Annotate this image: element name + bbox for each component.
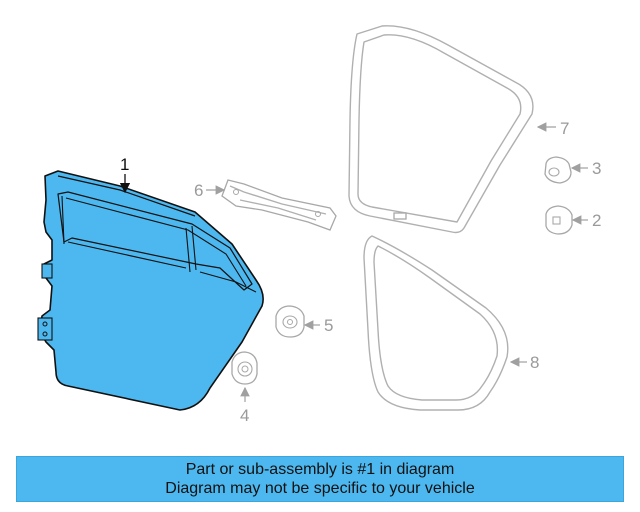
- callout-3: 3: [592, 159, 601, 178]
- door-opening-seal-part-8: [363, 235, 509, 411]
- callout-2: 2: [592, 211, 601, 230]
- callout-1: 1: [120, 155, 129, 174]
- banner-line-1: Part or sub-assembly is #1 in diagram: [185, 461, 455, 478]
- callout-4: 4: [240, 406, 249, 425]
- grommet-part-4: [231, 351, 258, 385]
- callout-5: 5: [324, 316, 333, 335]
- banner-line-2: Diagram may not be specific to your vehi…: [165, 480, 475, 497]
- parts-diagram: 7 8 3 2 6 5 4: [37, 25, 601, 425]
- callout-7: 7: [560, 119, 569, 138]
- callout-6: 6: [194, 181, 203, 200]
- reinforcement-part-6: [221, 179, 337, 231]
- grommet-part-5: [275, 305, 305, 338]
- info-banner: Part or sub-assembly is #1 in diagram Di…: [16, 456, 624, 502]
- plug-part-2: [545, 205, 573, 235]
- door-shell-part-1: [37, 170, 264, 411]
- weatherstrip-seal-part-7: [348, 25, 534, 234]
- callout-8: 8: [530, 353, 539, 372]
- bumper-part-3: [544, 156, 572, 184]
